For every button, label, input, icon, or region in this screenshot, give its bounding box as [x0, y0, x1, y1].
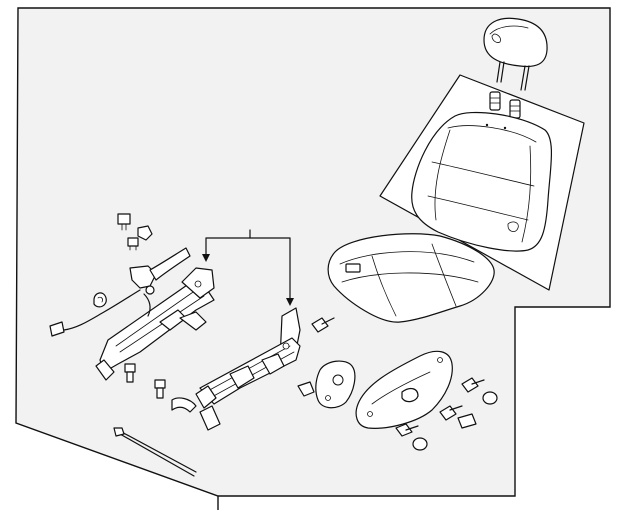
caps: [412, 391, 498, 451]
upper-left-hardware: [117, 213, 153, 251]
wire-harness: [49, 285, 155, 337]
bolts-right: [395, 377, 485, 437]
bolts-left: [124, 363, 166, 399]
seat-cushion: [327, 233, 495, 323]
side-shield-inner: [315, 360, 356, 409]
callout-bracket: [202, 229, 294, 306]
seat-track-right: [171, 307, 301, 431]
headrest: [483, 17, 548, 91]
clip: [93, 292, 107, 308]
side-shield-outer: [355, 350, 453, 429]
cable: [113, 427, 197, 477]
bolts-middle: [297, 317, 335, 397]
seat-back: [411, 111, 553, 252]
headrest-guides: [489, 91, 521, 119]
seat-track-left: [95, 247, 215, 381]
